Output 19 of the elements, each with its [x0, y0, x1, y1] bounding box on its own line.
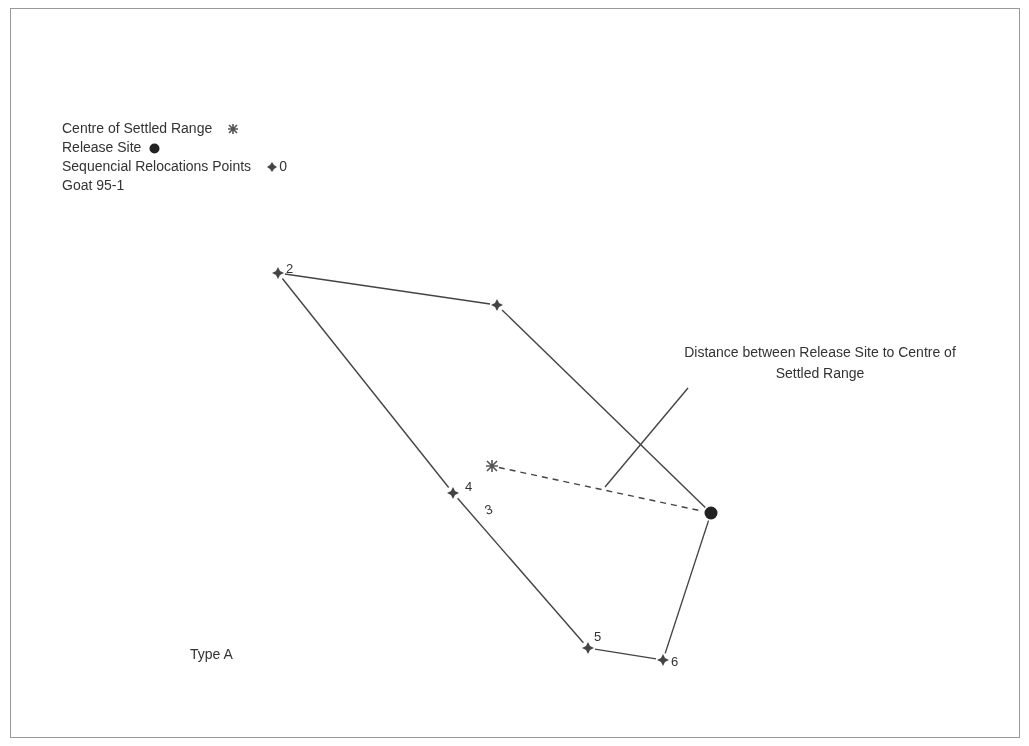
track-line [284, 273, 491, 305]
legend-number: 0 [279, 158, 287, 174]
track-line [594, 648, 657, 660]
legend-text: Release Site [62, 139, 142, 155]
point-number: 2 [286, 261, 294, 276]
point-number: 4 [465, 479, 473, 494]
track-line [456, 497, 585, 644]
track-line [664, 519, 710, 655]
leader-line [604, 387, 689, 488]
point-number: 6 [671, 654, 679, 669]
point-number: 5 [594, 629, 602, 644]
legend-text: Sequencial Relocations Points [62, 158, 252, 174]
callout-text: Distance between Release Site to Centre of Settled Range [670, 342, 970, 384]
legend-text: Centre of Settled Range [62, 120, 213, 136]
track-line [501, 309, 706, 509]
animal-id: Goat 95-1 [62, 177, 125, 193]
type-label: Type A [190, 646, 233, 662]
point-number: 3 [482, 501, 495, 518]
track-line [281, 277, 450, 489]
